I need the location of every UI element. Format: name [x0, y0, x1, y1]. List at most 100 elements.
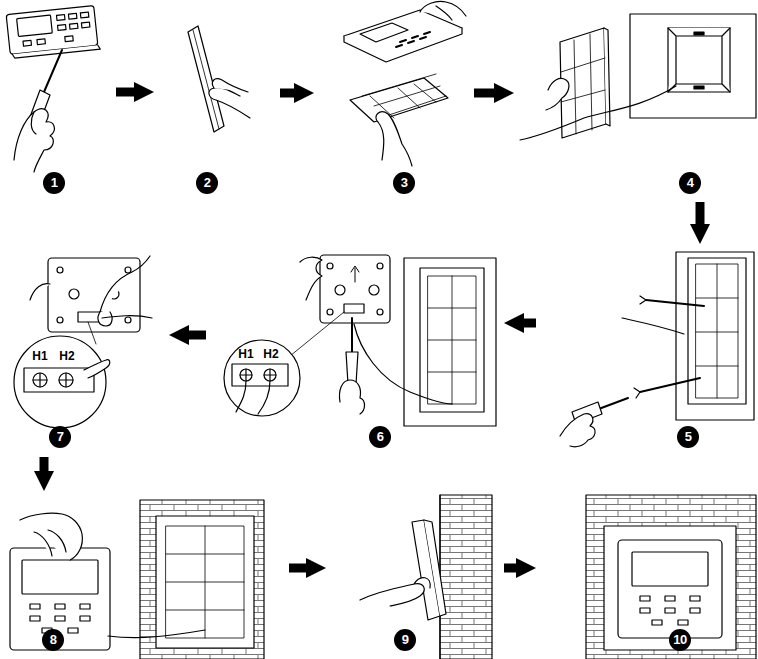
- wall-with-plate-part: [428, 276, 476, 404]
- zoom-circle-part: [24, 368, 94, 392]
- controller-front-part: [6, 5, 100, 58]
- brick-wall: [440, 495, 492, 659]
- hand: [20, 513, 82, 560]
- step-number: 6: [369, 426, 391, 448]
- controller-back-part: [369, 285, 379, 295]
- controller-back-part: [327, 263, 333, 269]
- hand-part: [420, 1, 466, 20]
- controller-front-part: [665, 596, 675, 601]
- screw-part: [640, 378, 700, 392]
- screw-part: [640, 296, 646, 304]
- step-panel: 5: [540, 248, 758, 453]
- cable: [108, 630, 205, 638]
- zoom-circle-part: [33, 373, 47, 387]
- zoom-circle-part: [33, 373, 47, 387]
- controller-front: [618, 540, 722, 638]
- terminal-label: H1: [238, 347, 253, 361]
- controller-back-part: [125, 267, 131, 273]
- controller-back-part: [125, 317, 131, 323]
- hand: [376, 112, 412, 166]
- wall-with-plate-part: [676, 252, 754, 420]
- controller-front-part: [80, 604, 90, 609]
- controller-front-part: [37, 39, 45, 45]
- cable: [520, 86, 676, 140]
- hand: [420, 1, 466, 20]
- controller-front-part: [30, 604, 40, 609]
- terminal-label: H2: [263, 347, 278, 361]
- backplate: [350, 74, 448, 122]
- step-arrow: [696, 202, 705, 224]
- controller-back-part: [48, 258, 140, 332]
- controller-front-part: [55, 604, 65, 609]
- controller-front-part: [678, 620, 688, 625]
- step-panel: 3: [318, 0, 470, 200]
- screw-part: [646, 300, 704, 306]
- zoom-circle-part: [232, 364, 288, 386]
- hand-part: [546, 78, 569, 110]
- wall-with-plate-part: [696, 264, 738, 398]
- controller-front-part: [68, 628, 78, 633]
- hand-part: [14, 109, 54, 172]
- step-panel: 7: [0, 248, 165, 453]
- zoom-circle-part: [240, 369, 252, 381]
- controller-back-part: [57, 317, 63, 323]
- controller-front-part: [81, 22, 89, 28]
- zoom-circle-part: [236, 381, 270, 414]
- zoom-circle-part: [14, 336, 106, 428]
- screwdriver-part: [44, 50, 62, 92]
- controller-front-part: [69, 23, 77, 29]
- step-arrow: [116, 88, 134, 97]
- step-arrow: [524, 319, 536, 328]
- controller-back-part: [57, 267, 63, 273]
- step-number: 3: [393, 172, 415, 194]
- hand-part: [20, 513, 82, 560]
- controller-front-part: [55, 616, 65, 621]
- terminal-label: H1: [32, 349, 47, 363]
- controller-back-part: [377, 263, 383, 269]
- step-panel: 10: [540, 495, 758, 659]
- controller-back-part: [69, 289, 79, 299]
- hand-part: [31, 112, 36, 134]
- hand-part: [300, 257, 322, 300]
- screwdriver-part: [346, 352, 358, 384]
- hand-part: [376, 112, 412, 166]
- step-number: 7: [49, 426, 71, 448]
- wall-with-plate: [676, 252, 754, 420]
- wall-with-plate: [404, 258, 496, 426]
- hand-part: [560, 414, 595, 447]
- zoom-circle-part: [88, 322, 96, 344]
- controller-front-part: [690, 596, 700, 601]
- hand-part: [98, 312, 112, 326]
- screwdriver: [346, 318, 358, 384]
- screw: [634, 296, 704, 398]
- controller-front-part: [618, 540, 722, 638]
- wall-with-plate-part: [420, 268, 484, 412]
- brick-wall-part: [604, 526, 736, 650]
- controller-front-part: [690, 608, 700, 613]
- controller-front-part: [30, 616, 40, 621]
- step-number: 8: [42, 629, 64, 651]
- zoom-circle-part: [59, 373, 73, 387]
- step-arrow: [289, 564, 306, 573]
- step-number: 1: [43, 172, 65, 194]
- controller-front-part: [80, 12, 88, 18]
- screwdriver-part: [351, 318, 353, 352]
- step-number: 10: [669, 629, 691, 651]
- screwdriver-part: [596, 398, 628, 410]
- hand-part: [339, 380, 364, 414]
- step-number: 4: [679, 172, 701, 194]
- controller-front-part: [12, 45, 100, 58]
- controller-front: [10, 548, 110, 650]
- controller-edge-part: [424, 520, 446, 616]
- step-arrow: [280, 89, 294, 98]
- zoom-circle-part: [240, 369, 252, 381]
- controller-back: [320, 255, 390, 323]
- hand-part: [209, 88, 250, 118]
- controller-back-part: [327, 309, 333, 315]
- hand: [339, 380, 364, 414]
- controller-front-part: [23, 40, 31, 46]
- hand-part: [360, 578, 430, 606]
- controller-front: [6, 5, 100, 58]
